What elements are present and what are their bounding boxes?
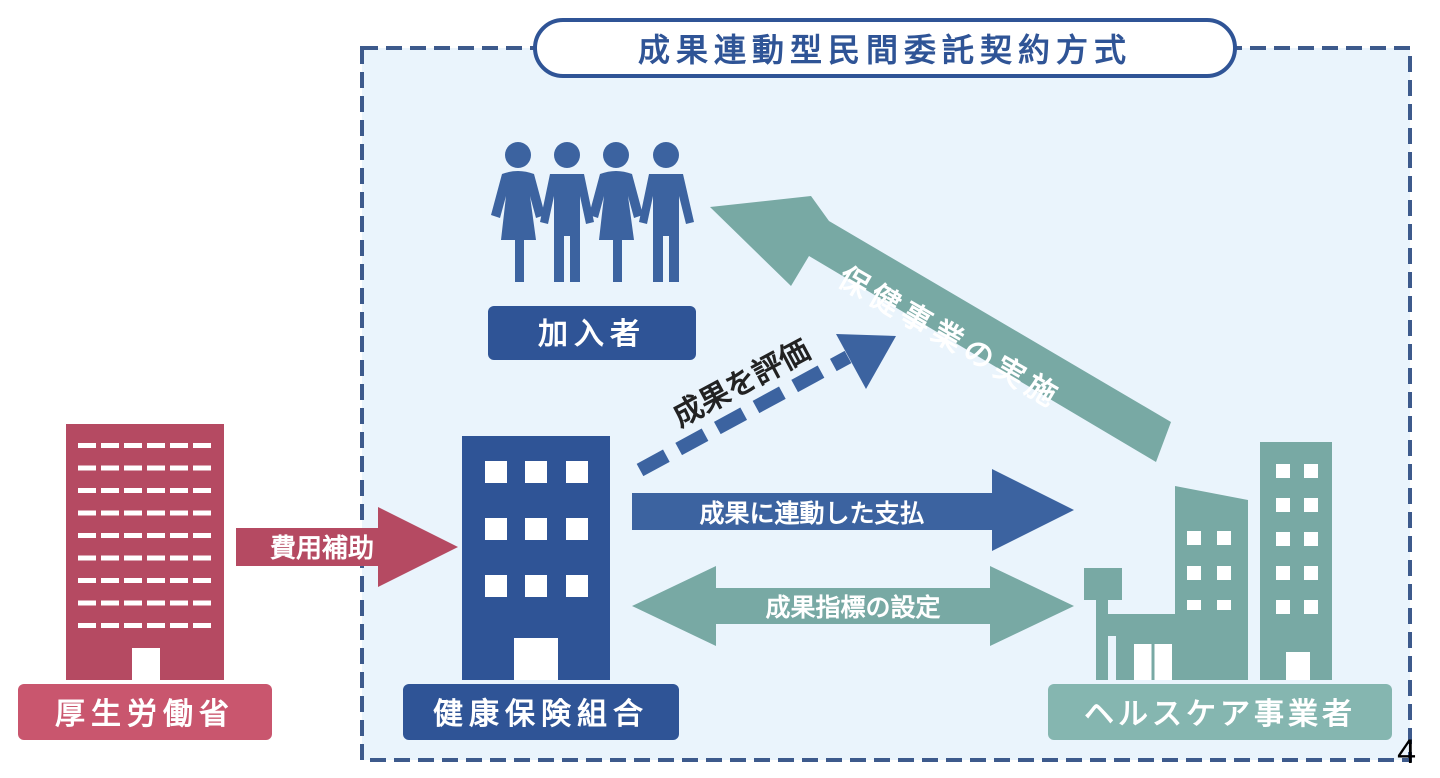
ministry-window	[147, 533, 165, 538]
ministry-window	[101, 600, 119, 606]
ministry-window	[101, 555, 119, 561]
ministry-window	[193, 623, 211, 628]
ministry-window	[124, 443, 142, 448]
ministry-window	[193, 578, 211, 583]
ministry-window	[170, 465, 188, 471]
ministry-window	[78, 443, 96, 448]
ministry-window	[124, 600, 142, 606]
provider-windows	[1134, 464, 1318, 680]
indicator-arrow-label: 成果指標の設定	[765, 593, 940, 622]
ministry-window	[124, 465, 142, 471]
indicator-arrow: 成果指標の設定	[632, 566, 1074, 646]
diagram-title: 成果連動型民間委託契約方式	[638, 31, 1132, 69]
people-icon	[491, 142, 694, 282]
subsidy-arrow-label: 費用補助	[270, 534, 374, 564]
ministry-window	[101, 533, 119, 538]
ministry-window	[193, 465, 211, 471]
page-number: 4	[1397, 733, 1416, 771]
members-label: 加入者	[538, 317, 646, 352]
ministry-window	[170, 533, 188, 538]
insurer-building-icon	[462, 436, 610, 680]
ministry-window	[147, 465, 165, 471]
ministry-window	[170, 443, 188, 448]
payment-arrow-label: 成果に連動した支払	[699, 499, 924, 528]
insurer-label-box: 健康保険組合	[403, 684, 679, 740]
provider-label: ヘルスケア事業者	[1084, 697, 1356, 732]
ministry-window	[193, 555, 211, 561]
ministry-window	[78, 578, 96, 583]
ministry-window	[170, 488, 188, 493]
ministry-window	[78, 488, 96, 493]
ministry-window	[78, 465, 96, 471]
subsidy-arrow: 費用補助	[236, 507, 458, 587]
ministry-window	[124, 533, 142, 538]
ministry-window	[124, 623, 142, 628]
ministry-window	[170, 578, 188, 583]
ministry-window	[101, 578, 119, 583]
ministry-window	[78, 533, 96, 538]
ministry-window	[124, 488, 142, 493]
ministry-label: 厚生労働省	[55, 697, 235, 732]
ministry-window	[170, 555, 188, 561]
ministry-window	[78, 600, 96, 606]
ministry-window	[147, 488, 165, 493]
ministry-window	[101, 510, 119, 516]
ministry-window	[147, 578, 165, 583]
ministry-window	[170, 623, 188, 628]
ministry-window	[147, 623, 165, 628]
members-label-box: 加入者	[488, 306, 696, 360]
provider-label-box: ヘルスケア事業者	[1048, 684, 1392, 740]
ministry-window	[124, 555, 142, 561]
ministry-window	[193, 443, 211, 448]
ministry-window	[193, 600, 211, 606]
ministry-window	[193, 488, 211, 493]
ministry-window	[124, 578, 142, 583]
ministry-window	[193, 510, 211, 516]
ministry-window	[147, 510, 165, 516]
ministry-label-box: 厚生労働省	[18, 684, 272, 740]
ministry-window	[124, 510, 142, 516]
ministry-window	[101, 465, 119, 471]
ministry-window	[101, 443, 119, 448]
ministry-window	[170, 600, 188, 606]
ministry-window	[78, 623, 96, 628]
ministry-window	[193, 533, 211, 538]
ministry-window	[101, 488, 119, 493]
ministry-window	[147, 600, 165, 606]
insurer-label: 健康保険組合	[433, 697, 649, 732]
title-pill: 成果連動型民間委託契約方式	[533, 18, 1237, 78]
payment-arrow: 成果に連動した支払	[632, 469, 1074, 551]
ministry-window	[78, 555, 96, 561]
ministry-window	[147, 555, 165, 561]
ministry-building-icon	[66, 424, 224, 680]
ministry-window	[147, 443, 165, 448]
ministry-window	[101, 623, 119, 628]
ministry-window	[170, 510, 188, 516]
ministry-window	[78, 510, 96, 516]
